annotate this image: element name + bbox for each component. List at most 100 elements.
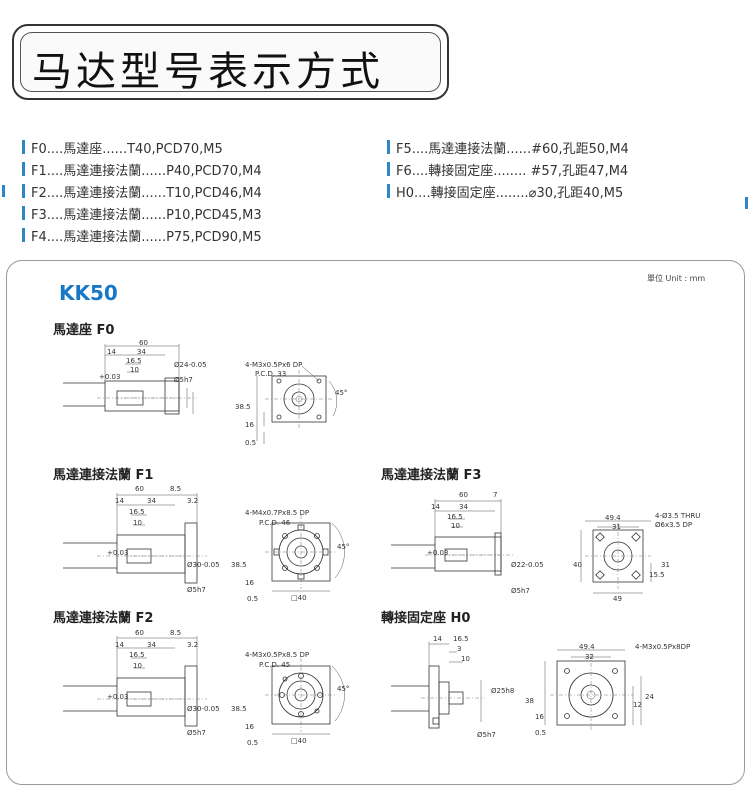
f2-dim-34: 34 — [147, 641, 156, 649]
f2-dim-shaft: Ø5h7 — [187, 729, 206, 737]
section-title-f1: 馬達連接法蘭 F1 — [53, 468, 154, 483]
h0-front-view — [544, 649, 642, 732]
section-title-f0: 馬達座 F0 — [53, 323, 115, 338]
bullet-bar-icon — [22, 162, 25, 176]
f3-dim-40: 40 — [573, 561, 582, 569]
f2-dim-10: 10 — [133, 662, 142, 670]
f1-dim-10: 10 — [133, 519, 142, 527]
f0-dim-tolerance: +0.03 — [99, 373, 121, 381]
h0-dim-shaft: Ø5h7 — [477, 731, 496, 739]
bullet-bar-icon — [387, 162, 390, 176]
f2-pcd: P.C.D. 45 — [259, 661, 291, 669]
f3-dim-10: 10 — [451, 522, 460, 530]
h0-dim-3: 3 — [457, 645, 462, 653]
f0-dim-bore: Ø24-0.05 — [174, 361, 207, 369]
f0-angle: 45° — [335, 389, 348, 397]
f1-dim-square: □40 — [291, 594, 307, 602]
f2-dim-60: 60 — [135, 629, 144, 637]
code-item-h0: H0....轉接固定座........⌀30,孔距40,M5 — [387, 180, 629, 202]
f3-dim-34: 34 — [459, 503, 468, 511]
code-item-f0: F0....馬達座......T40,PCD70,M5 — [22, 136, 262, 158]
f3-dim-60: 60 — [459, 491, 468, 499]
code-list-right: F5....馬達連接法蘭......#60,孔距50,M4 F6....轉接固定… — [387, 136, 629, 202]
f3-dim-14: 14 — [431, 503, 440, 511]
section-title-f2: 馬達連接法蘭 F2 — [53, 611, 154, 626]
f2-dim-14: 14 — [115, 641, 124, 649]
f3-front-view — [580, 520, 652, 594]
h0-dim-32: 32 — [585, 653, 594, 661]
f3-side-view — [391, 499, 515, 576]
f2-front-view — [265, 658, 345, 735]
f2-dim-square: □40 — [291, 737, 307, 745]
bullet-bar-icon — [22, 184, 25, 198]
f1-dim-0-5: 0.5 — [247, 595, 259, 603]
f0-side-view — [63, 344, 197, 415]
f1-dim-8-5: 8.5 — [170, 485, 182, 493]
f0-hole-spec: 4-M3x0.5Px6 DP — [245, 361, 303, 369]
edge-marker-right — [745, 197, 748, 209]
f2-dim-0-5: 0.5 — [247, 739, 259, 747]
f3-dim-49-4: 49.4 — [605, 514, 621, 522]
code-item-f1: F1....馬達連接法蘭......P40,PCD70,M4 — [22, 158, 262, 180]
f3-drawing — [391, 499, 652, 594]
h0-dim-10: 10 — [461, 655, 470, 663]
code-item-f5: F5....馬達連接法蘭......#60,孔距50,M4 — [387, 136, 629, 158]
code-item-f3: F3....馬達連接法蘭......P10,PCD45,M3 — [22, 202, 262, 224]
f2-dim-38-5: 38.5 — [231, 705, 247, 713]
f3-counterbore-spec: Ø6x3.5 DP — [655, 521, 693, 529]
f0-dim-60: 60 — [139, 339, 148, 347]
f2-dim-bore: Ø30-0.05 — [187, 705, 220, 713]
f0-drawing — [63, 344, 338, 444]
bullet-bar-icon — [22, 228, 25, 242]
f2-dim-3-2: 3.2 — [187, 641, 199, 649]
f3-dim-49: 49 — [613, 595, 622, 603]
f3-dim-shaft: Ø5h7 — [511, 587, 530, 595]
h0-dim-16-5: 16.5 — [453, 635, 469, 643]
code-item-f2: F2....馬達連接法蘭......T10,PCD46,M4 — [22, 180, 262, 202]
h0-drawing — [391, 642, 642, 732]
h0-dim-0-5: 0.5 — [535, 729, 547, 737]
f2-dim-16-5: 16.5 — [129, 651, 145, 659]
f0-dim-shaft: Ø5h7 — [174, 376, 193, 384]
page-title: 马达型号表示方式 — [32, 49, 384, 95]
f0-dim-34: 34 — [137, 348, 146, 356]
f3-dim-7: 7 — [493, 491, 498, 499]
code-item-f4: F4....馬達連接法蘭......P75,PCD90,M5 — [22, 224, 262, 246]
f0-dim-14: 14 — [107, 348, 116, 356]
f1-drawing — [63, 493, 345, 592]
f3-dim-31: 31 — [612, 523, 621, 531]
h0-dim-12: 12 — [633, 701, 642, 709]
f3-dim-bore: Ø22-0.05 — [511, 561, 544, 569]
f3-dim-15-5: 15.5 — [649, 571, 665, 579]
f3-hole-spec: 4-Ø3.5 THRU — [655, 512, 701, 520]
f1-dim-16-5: 16.5 — [129, 508, 145, 516]
f2-angle: 45° — [337, 685, 350, 693]
f1-dim-38-5: 38.5 — [231, 561, 247, 569]
section-title-h0: 轉接固定座 H0 — [381, 611, 471, 626]
f1-dim-14: 14 — [115, 497, 124, 505]
code-list-left: F0....馬達座......T40,PCD70,M5 F1....馬達連接法蘭… — [22, 136, 262, 246]
unit-note: 單位 Unit : mm — [647, 274, 706, 283]
model-name: KK50 — [59, 281, 118, 305]
h0-dim-16: 16 — [535, 713, 544, 721]
f1-dim-3-2: 3.2 — [187, 497, 199, 505]
f1-dim-34: 34 — [147, 497, 156, 505]
edge-marker-left — [2, 185, 5, 197]
f0-pcd: P.C.D. 33 — [255, 370, 287, 378]
title-frame: 马达型号表示方式 — [12, 24, 449, 100]
f3-dim-16-5: 16.5 — [447, 513, 463, 521]
h0-hole-spec: 4-M3x0.5Px8DP — [635, 643, 691, 651]
f1-dim-16: 16 — [245, 579, 254, 587]
h0-dim-38: 38 — [525, 697, 534, 705]
h0-dim-bore: Ø25h8 — [491, 687, 515, 695]
f0-dim-16-5: 16.5 — [126, 357, 142, 365]
h0-dim-14: 14 — [433, 635, 442, 643]
code-item-f6: F6....轉接固定座........ #57,孔距47,M4 — [387, 158, 629, 180]
f1-pcd: P.C.D. 46 — [259, 519, 291, 527]
title-inner-frame — [20, 32, 441, 92]
f0-dim-0-5: 0.5 — [245, 439, 257, 447]
f1-dim-tolerance: +0.03 — [107, 549, 129, 557]
h0-dim-49-4: 49.4 — [579, 643, 595, 651]
f0-dim-10: 10 — [130, 366, 139, 374]
f2-dim-tolerance: +0.03 — [107, 693, 129, 701]
